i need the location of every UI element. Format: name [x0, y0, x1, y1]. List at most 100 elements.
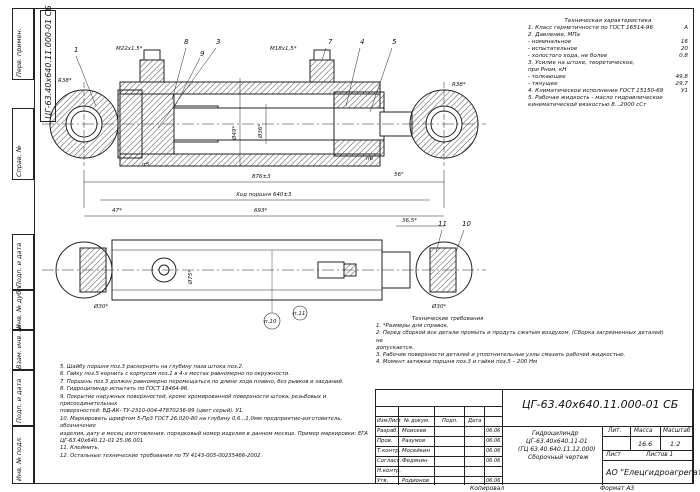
sidebar-cell: Подп. и дата	[12, 234, 34, 290]
tech-spec-value: У1	[681, 88, 688, 94]
dim-p6: п6	[366, 156, 374, 162]
sidebar-cell: Взам. инв. №	[12, 325, 34, 370]
title-block: ЦГ-63.40х640.11.000-01 СБ Изм. Лист № до…	[375, 389, 700, 485]
tech-spec-text: 2. Давление, МПа	[528, 32, 580, 38]
dim-r-right: R38*	[452, 82, 466, 88]
requirement-line: 2. Перед сборкой все детали промыть и пр…	[376, 330, 664, 344]
requirement-line: 4. Момент затяжки поршня поз.3 и гайки п…	[376, 359, 538, 366]
callout-7: 7	[328, 38, 333, 46]
sidebar-label: Подп. и дата	[15, 242, 23, 287]
callout-1: 1	[74, 46, 78, 54]
tb-col-list: Лист	[388, 418, 402, 424]
tb-role: Утв.	[377, 478, 389, 484]
tb-product-name: Гидроцилиндр	[532, 430, 579, 437]
note-line: 12. Остальные технические требования по …	[60, 452, 263, 459]
tech-spec-text: - испытательное	[528, 46, 578, 52]
dim-d49: Ø49*	[231, 126, 238, 141]
drawing-frame	[34, 8, 694, 484]
callout-11: 11	[438, 220, 447, 228]
note-line: 7. Поршень поз.3 должен равномерно перем…	[60, 378, 344, 385]
tb-date: 06.06	[486, 448, 501, 454]
tech-spec-row: кинематической вязкостью 8...2000 сСт	[528, 102, 688, 109]
tech-spec-row: при Pном, кН	[528, 67, 688, 74]
tb-scale-value: 1:2	[670, 440, 681, 448]
tech-spec-row: - толкающее 49,8	[528, 74, 688, 81]
dim-stroke: Ход поршня 640±3	[235, 192, 292, 198]
tech-spec-row: - испытательное 20	[528, 46, 688, 53]
tech-spec-row: 1. Класс герметичности по ГОСТ 16514-96 А	[528, 25, 688, 32]
tb-product-alt: (ГЦ 63.40.640.11.12.000)	[518, 446, 596, 453]
tb-role: Т.контр.	[377, 448, 401, 454]
dim-len-876: 876±3	[252, 174, 271, 180]
dim-thread-mid: М18х1,5*	[270, 46, 297, 52]
tb-col-izm: Изм.	[377, 418, 390, 424]
tb-role: Пров.	[377, 438, 393, 444]
tech-spec-row: 5. Рабочая жидкость - масло гидравлическ…	[528, 95, 688, 102]
tech-spec-value: 0,8	[679, 53, 688, 59]
dim-p10: п.10	[264, 319, 277, 325]
tech-spec-value: 29,7	[675, 81, 688, 87]
tb-date: 06.06	[486, 458, 501, 464]
tb-scale-header: Масштаб	[663, 428, 691, 434]
tech-spec-value: А	[684, 25, 688, 31]
dim-len-365: 36,5*	[402, 218, 417, 224]
tb-sheet: Лист	[606, 452, 621, 458]
note-line: 6. Гайку поз.5 кернить с корпусом поз.1 …	[60, 371, 290, 378]
dim-d30-left: Ø30*	[93, 303, 108, 310]
tb-role: Н.контр.	[377, 468, 402, 474]
tb-mass-value: 16.6	[638, 440, 653, 448]
sidebar-label: Справ. №	[15, 145, 23, 177]
tech-spec-text: - номинальное	[528, 39, 572, 45]
tech-spec-title: Техническая характеристика	[564, 18, 652, 24]
dim-p11: п.11	[293, 311, 305, 317]
sidebar-label: Перв. примен.	[15, 28, 23, 77]
assembly-notes: 5. Шайбу поршня поз.3 раскернить на глуб…	[60, 364, 370, 460]
tb-sheets: Листов 1	[646, 452, 674, 458]
tech-spec-text: - тянущее	[528, 81, 558, 87]
callout-9: 9	[200, 50, 205, 58]
tech-spec-text: 4. Климатическое исполнение ГОСТ 15150-6…	[528, 88, 664, 94]
sidebar-label: Подп. и дата	[15, 378, 23, 423]
sidebar-cell: Перв. примен.	[12, 8, 34, 80]
tb-role: Разраб.	[377, 428, 399, 434]
tb-mass-header: Масса	[634, 428, 653, 434]
dim-d36: Ø36*	[257, 124, 264, 139]
tech-spec-row: 3. Усилие на штоке, теоретическое,	[528, 60, 688, 67]
sidebar-cell: Подп. и дата	[12, 370, 34, 426]
tech-spec-text: 3. Усилие на штоке, теоретическое,	[528, 60, 635, 66]
tech-spec-value: 49,8	[675, 74, 688, 80]
tb-doc-type: Сборочный чертеж	[528, 454, 589, 461]
dim-thread-left: М22х1,5*	[116, 46, 143, 52]
tb-name: Разумов	[402, 438, 426, 444]
tech-spec-text: при Pном, кН	[528, 67, 567, 73]
callout-3: 3	[216, 38, 220, 46]
tech-spec-value: 20	[680, 46, 688, 52]
sidebar-label: Взам. инв. №	[15, 324, 23, 369]
callout-4: 4	[360, 38, 364, 46]
callout-8: 8	[184, 38, 189, 46]
tech-spec-row: 4. Климатическое исполнение ГОСТ 15150-6…	[528, 88, 688, 95]
format-label: Формат А3	[600, 485, 635, 492]
note-line: 11. Клеймить.	[60, 445, 100, 452]
technical-requirements: Технические требования 1. *Размеры для с…	[376, 316, 666, 366]
sidebar-cell: Инв. № подл.	[12, 426, 34, 484]
tech-spec-text: кинематической вязкостью 8...2000 сСт	[528, 102, 647, 108]
rotated-stamp: ЦГ-63.40х640.11.000-01 СБ	[40, 5, 56, 122]
tech-spec-text: 1. Класс герметичности по ГОСТ 16514-96	[528, 25, 654, 31]
tech-spec-text: - толкающее	[528, 74, 566, 80]
tech-spec-row: 2. Давление, МПа	[528, 32, 688, 39]
dim-len-693: 693*	[254, 208, 267, 214]
tech-spec-row: - тянущее 29,7	[528, 81, 688, 88]
requirement-line: 1. *Размеры для справок.	[376, 323, 449, 330]
tb-name: Федянин	[402, 458, 428, 464]
tb-col-sign: Подп.	[442, 418, 458, 424]
requirement-line: допускается.	[376, 344, 414, 351]
dim-d75: Ø75*	[187, 270, 194, 285]
tech-spec-text: - холостого хода, не более	[528, 53, 608, 59]
tb-date: 06.06	[486, 428, 501, 434]
tb-col-doc: № докум.	[404, 418, 430, 424]
dim-p5: п5	[142, 162, 150, 168]
tb-col-date: Дата	[468, 418, 482, 424]
tb-product-code: ЦГ-63.40х640.11-01	[526, 438, 588, 445]
